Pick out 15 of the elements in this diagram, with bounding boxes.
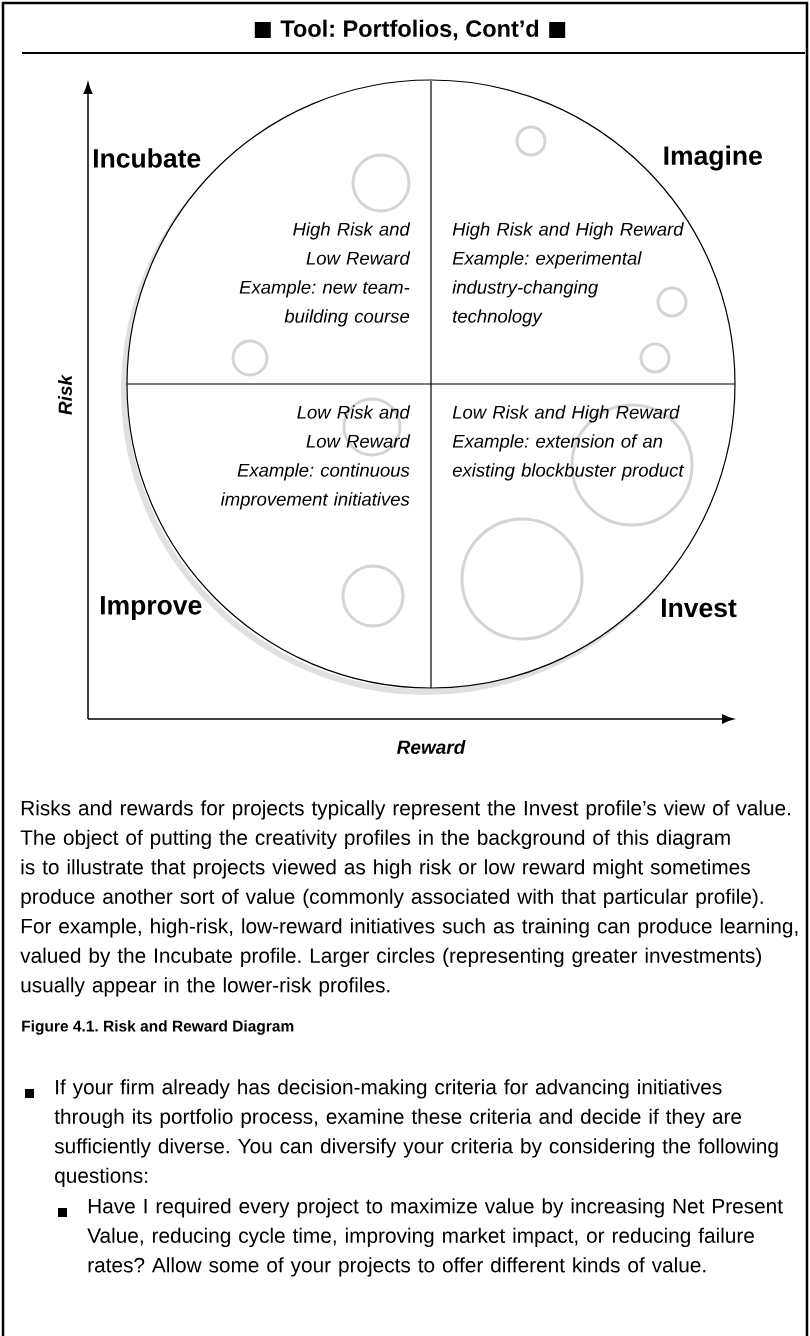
quadrant-text: Low Risk and High Reward Example: extension of an existing blockbuster product	[452, 405, 685, 481]
quadrant-text: Low Risk and Low Reward Example: continuous improvement initiatives	[220, 405, 411, 510]
axis-label: Reward	[397, 740, 466, 754]
heading: Tool: Portfolios, Cont’d	[280, 19, 539, 41]
profile-label: Invest	[662, 598, 737, 618]
figure-caption: Figure 4.1. Risk and Reward Diagram	[22, 1020, 294, 1035]
profile-label: Imagine	[664, 145, 762, 171]
bullet-text: If your firm already has decision-making criteria for advancing initiatives through its portfolio process, examine these criteria and decide if they are sufficiently diverse. You can diversify your criteria by considering the following questions:	[54, 1079, 778, 1188]
quadrant-text: High Risk and Low Reward Example: new team-building course	[239, 222, 411, 327]
axis-label: Risk	[58, 374, 72, 415]
body-paragraph: Risks and rewards for projects typically represent the Invest profile’s view of value. The object of putting the creativity profiles in the background of this diagram is to illustrate that projects viewed as high risk or low reward might sometimes produce another sort of value (commonly associated with that particular profile). For example, high-risk, low-reward initiatives such as training can produce learning, valued by the Incubate profile. Larger circles (representing greater investments) usually appear in the lower-risk profiles.	[20, 800, 798, 997]
profile-label: Incubate	[93, 148, 201, 168]
quadrant-text: High Risk and High Reward Example: experimental industry-changing technology	[452, 222, 684, 327]
bullet-text: Have I required every project to maximize value by increasing Net Present Value, reducing cycle time, improving market impact, or reducing failure rates? Allow some of your projects to offer different kinds of value.	[87, 1198, 783, 1277]
profile-label: Improve	[100, 596, 202, 620]
